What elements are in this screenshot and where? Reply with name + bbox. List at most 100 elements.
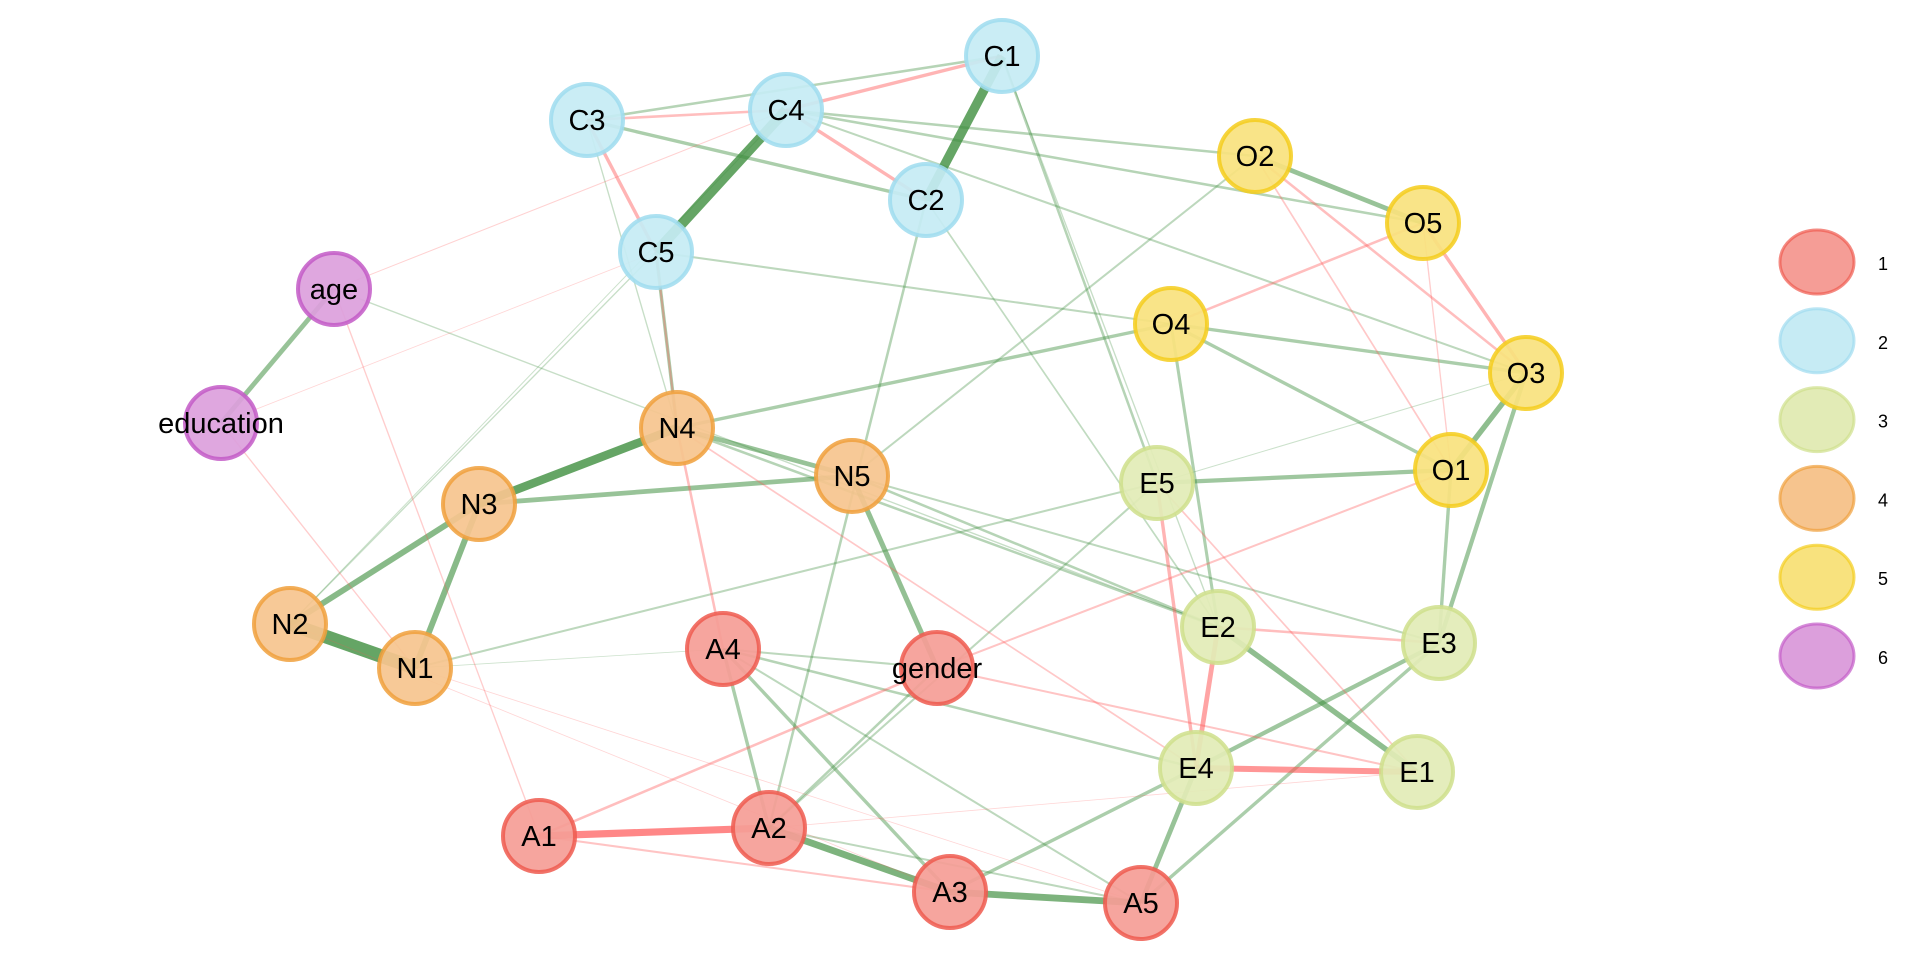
node-label: O3 (1507, 358, 1546, 390)
node-circle (377, 630, 453, 706)
node-circle (1413, 432, 1489, 508)
node-O5[interactable]: O5 (1385, 185, 1461, 261)
node-label: N5 (833, 461, 870, 493)
node-label: E4 (1178, 753, 1213, 785)
edge-E5-O3 (1156, 372, 1527, 484)
legend-label: 3 (1878, 412, 1888, 432)
node-label: O4 (1152, 309, 1191, 341)
edge-education-C5 (220, 251, 657, 424)
node-circle (252, 586, 328, 662)
node-A1[interactable]: A1 (501, 798, 577, 874)
edge-E5-O1 (1156, 467, 1452, 486)
node-label: C5 (637, 237, 674, 269)
edge-O5-O1 (1422, 222, 1452, 471)
node-O3[interactable]: O3 (1488, 335, 1564, 411)
node-N4[interactable]: N4 (639, 390, 715, 466)
node-circle (1119, 445, 1195, 521)
legend-label: 5 (1878, 569, 1888, 589)
node-A2[interactable]: A2 (731, 790, 807, 866)
node-E2[interactable]: E2 (1180, 589, 1256, 665)
node-circle (1379, 734, 1455, 810)
node-N5[interactable]: N5 (814, 438, 890, 514)
edge-E5-E1 (1156, 482, 1418, 773)
legend-label: 2 (1878, 333, 1888, 353)
node-circle (899, 630, 975, 706)
edge-age-C4 (333, 109, 787, 290)
legend-item-3: 3 (1778, 386, 1888, 454)
node-C1[interactable]: C1 (964, 18, 1040, 94)
edge-E5-E4 (1155, 482, 1198, 769)
edge-C4-O2 (785, 108, 1256, 158)
edge-age-A1 (333, 288, 540, 837)
node-label: gender (892, 653, 983, 685)
node-label: E1 (1399, 757, 1434, 789)
legend-label: 6 (1878, 648, 1888, 668)
legend-swatch (1778, 228, 1856, 296)
node-C4[interactable]: C4 (748, 72, 824, 148)
node-circle (1133, 286, 1209, 362)
node-label: A5 (1123, 888, 1158, 920)
edge-O4-O3 (1170, 322, 1527, 375)
edge-A3-E4 (949, 766, 1197, 894)
node-label: O1 (1432, 455, 1471, 487)
node-N2[interactable]: N2 (252, 586, 328, 662)
node-education[interactable]: education (158, 385, 284, 461)
node-E3[interactable]: E3 (1401, 605, 1477, 681)
node-label: O2 (1236, 141, 1275, 173)
node-N3[interactable]: N3 (441, 466, 517, 542)
node-circle (183, 385, 259, 461)
node-circle (731, 790, 807, 866)
legend-swatch (1778, 307, 1856, 375)
legend-item-1: 1 (1778, 228, 1888, 296)
edge-N3-N5 (478, 473, 853, 507)
edge-A1-gender (538, 666, 938, 838)
node-circle (1488, 335, 1564, 411)
node-C2[interactable]: C2 (888, 162, 964, 238)
node-label: C2 (907, 185, 944, 217)
node-N1[interactable]: N1 (377, 630, 453, 706)
node-circle (618, 214, 694, 290)
edge-A1-A2 (538, 824, 770, 840)
node-E4[interactable]: E4 (1158, 730, 1234, 806)
node-label: N4 (658, 413, 695, 445)
node-label: E5 (1139, 468, 1174, 500)
node-A3[interactable]: A3 (912, 854, 988, 930)
node-A5[interactable]: A5 (1103, 865, 1179, 941)
node-O4[interactable]: O4 (1133, 286, 1209, 362)
node-label: A4 (705, 634, 740, 666)
node-O1[interactable]: O1 (1413, 432, 1489, 508)
edge-age-E2 (333, 288, 1219, 628)
edge-gender-E1 (936, 667, 1418, 773)
legend-swatch (1778, 464, 1856, 532)
node-E1[interactable]: E1 (1379, 734, 1455, 810)
node-C3[interactable]: C3 (549, 82, 625, 158)
legend-swatch (1778, 622, 1856, 690)
node-A4[interactable]: A4 (685, 611, 761, 687)
node-age[interactable]: age (296, 251, 372, 327)
node-circle (1385, 185, 1461, 261)
node-label: education (158, 408, 284, 440)
node-circle (441, 466, 517, 542)
edge-N1-A4 (414, 648, 724, 669)
node-label: N2 (271, 609, 308, 641)
node-circle (912, 854, 988, 930)
edge-O4-N4 (676, 322, 1172, 430)
node-circle (296, 251, 372, 327)
edge-O4-O1 (1170, 322, 1452, 472)
legend-swatch (1778, 386, 1856, 454)
node-gender[interactable]: gender (892, 630, 983, 706)
legend-item-6: 6 (1778, 622, 1888, 690)
edge-education-N1 (220, 422, 416, 669)
node-label: E3 (1421, 628, 1456, 660)
edge-N1-A5 (414, 667, 1142, 904)
node-E5[interactable]: E5 (1119, 445, 1195, 521)
edge-A4-A5 (722, 648, 1142, 904)
node-circle (1158, 730, 1234, 806)
node-circle (1401, 605, 1477, 681)
node-C5[interactable]: C5 (618, 214, 694, 290)
node-circle (1180, 589, 1256, 665)
node-O2[interactable]: O2 (1217, 118, 1293, 194)
edge-A5-E3 (1139, 641, 1441, 905)
